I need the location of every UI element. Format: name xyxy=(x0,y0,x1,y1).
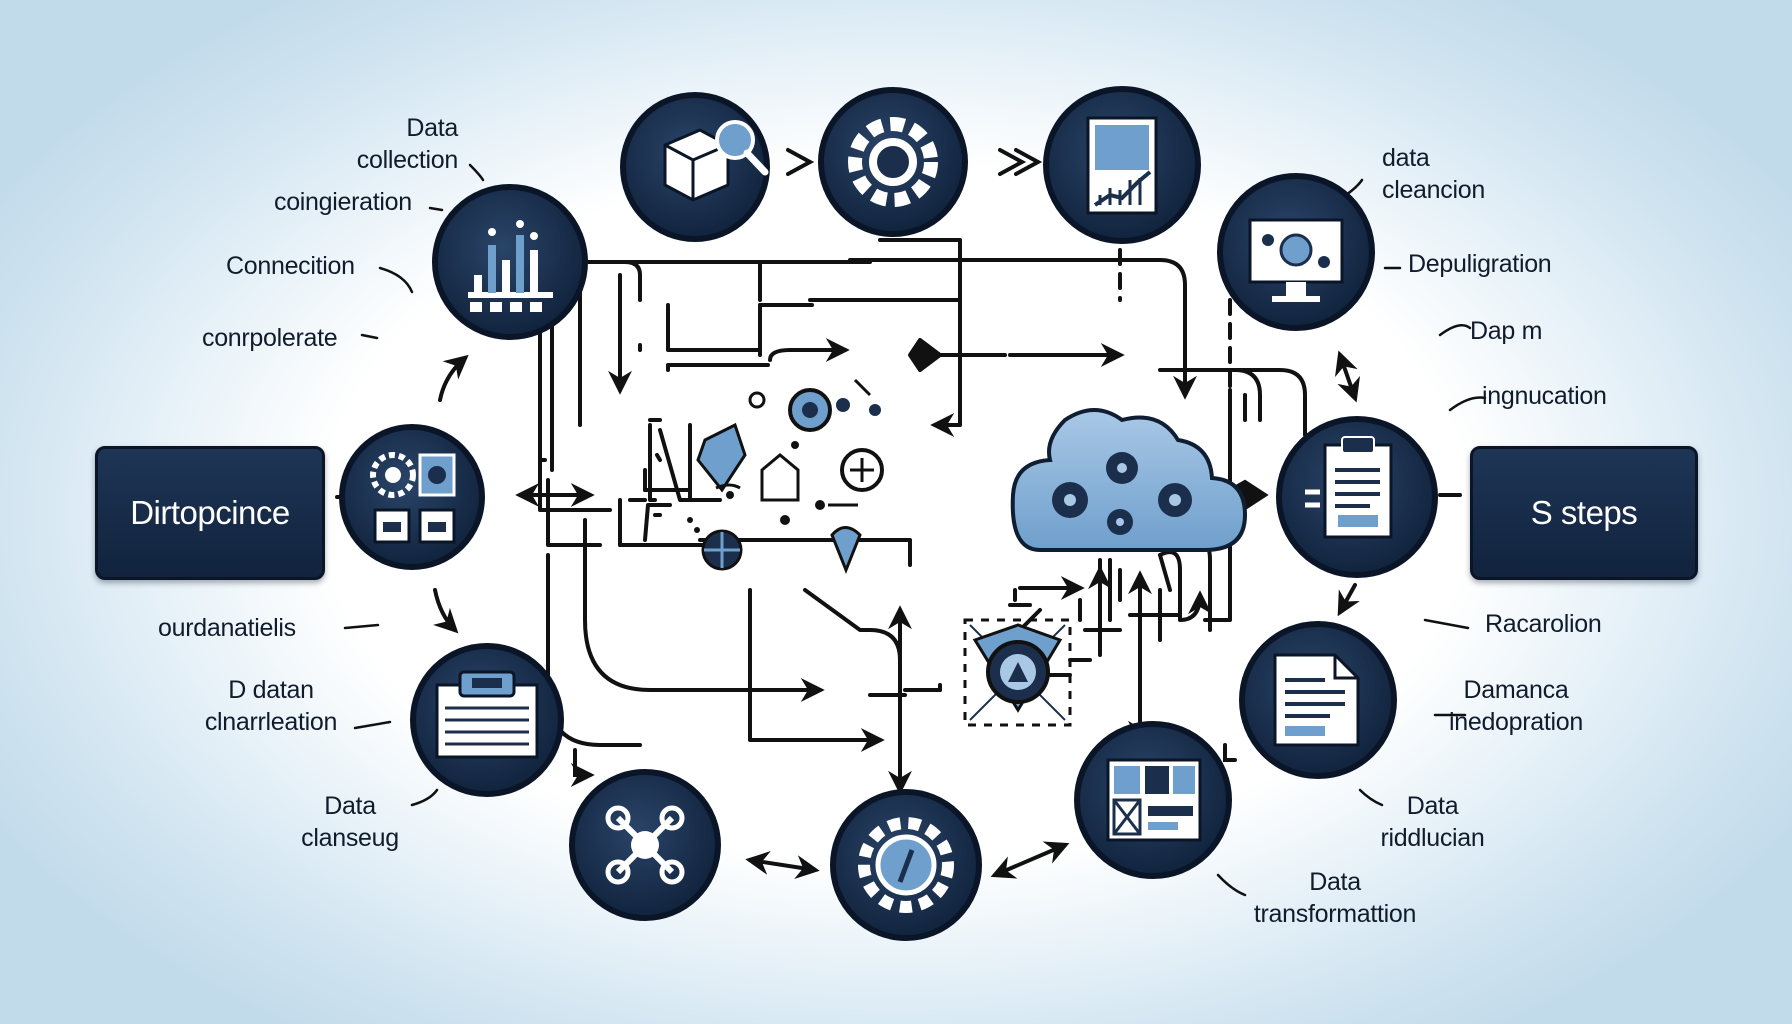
label-dap-m: Dap m xyxy=(1470,317,1543,345)
cloud-icon xyxy=(1010,408,1248,552)
report-chart-node-icon xyxy=(1043,86,1201,244)
dashboard-panel-node-icon xyxy=(1074,721,1232,879)
label-leaders xyxy=(343,163,1487,897)
left-info-box: Dirtopcince xyxy=(95,446,325,580)
shield-hub-icon xyxy=(963,618,1072,727)
hardware-node-icon xyxy=(339,424,485,570)
right-info-box: S steps xyxy=(1470,446,1698,580)
gear-gauge-node-icon xyxy=(830,789,982,941)
drone-network-node-icon xyxy=(569,769,721,921)
label-data-clanseug: Data clanseug xyxy=(301,792,399,852)
monitor-node-icon xyxy=(1217,173,1375,331)
search-cube-node-icon xyxy=(620,92,770,242)
label-d-datan: D datan clnarrleation xyxy=(204,676,338,736)
label-ingnucation: ingnucation xyxy=(1482,382,1607,410)
clipboard-node-icon xyxy=(1276,416,1438,578)
document-node-icon xyxy=(1239,621,1397,779)
gear-node-icon xyxy=(818,87,968,237)
label-racarolion: Racarolion xyxy=(1485,610,1602,638)
label-data-transformattion: Data transformattion xyxy=(1253,868,1417,928)
central-icon-cluster xyxy=(687,378,884,575)
label-data-cleancion: data cleancion xyxy=(1382,144,1485,204)
form-list-node-icon xyxy=(410,643,564,797)
label-coingieration: coingieration xyxy=(274,188,412,216)
label-connecition: Connecition xyxy=(226,252,355,280)
label-ourdanatielis: ourdanatielis xyxy=(158,614,296,642)
label-data-riddlucian: Data riddlucian xyxy=(1380,792,1485,852)
label-conrpolerate: conrpolerate xyxy=(202,324,338,352)
label-data-collection: Data collection xyxy=(356,114,459,174)
bar-chart-node-icon xyxy=(432,184,588,340)
label-depuligration: Depuligration xyxy=(1408,250,1552,278)
label-damanca: Damanca inedopration xyxy=(1448,676,1583,736)
